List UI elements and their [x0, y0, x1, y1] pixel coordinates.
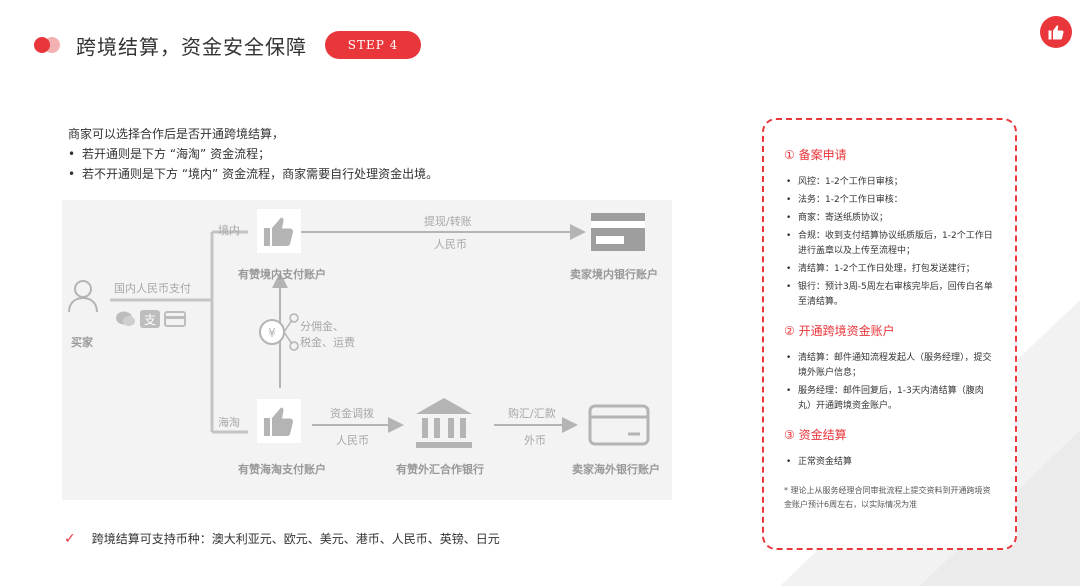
seller-domestic-bank-label: 卖家境内银行账户	[570, 268, 658, 281]
purchase-fx-label: 购汇/汇款	[508, 407, 556, 420]
list-item: 服务经理：邮件回复后，1-3天内清结算（腹肉丸）开通跨境资金账户。	[784, 384, 995, 414]
wechat-pay-icon	[116, 311, 135, 326]
svg-text:支: 支	[144, 313, 156, 327]
section-title-account: ② 开通跨境资金账户	[784, 324, 895, 338]
fx-bank-label: 有赞外汇合作银行	[396, 463, 484, 476]
withdraw-label: 提现/转账	[424, 215, 472, 228]
domestic-account-thumbs-up-icon	[257, 209, 301, 253]
section-list-settlement: 正常资金结算	[784, 455, 995, 470]
split-label-line1: 分佣金、	[300, 320, 344, 333]
buyer-pay-label: 国内人民币支付	[114, 282, 191, 295]
bank-card-icon	[164, 311, 186, 327]
list-item: 清结算：1-2个工作日处理，打包发送建行；	[784, 262, 995, 277]
list-item: 银行：预计3周-5周左右审核完毕后，回传白名单至清结算。	[784, 280, 995, 310]
alipay-icon: 支	[140, 310, 160, 328]
check-icon: ✓	[64, 530, 76, 547]
step-badge: STEP 4	[325, 31, 421, 59]
fx-bank-building-icon	[416, 398, 472, 448]
list-item: 法务：1-2个工作日审核：	[784, 193, 995, 208]
section-title-settlement: ③ 资金结算	[784, 428, 847, 442]
page-title: 跨境结算，资金安全保障	[76, 34, 307, 59]
list-item: 风控：1-2个工作日审核；	[784, 175, 995, 190]
list-item: 清结算：邮件通知流程发起人（服务经理），提交境外账户信息；	[784, 351, 995, 381]
payment-icons: 支	[116, 310, 186, 328]
intro-bullet: 若开通则是下方 “海淘” 资金流程；	[68, 144, 438, 164]
domestic-account-label: 有赞境内支付账户	[238, 268, 326, 281]
fund-flow-diagram: 买家 国内人民币支付 支 境内 海淘 有赞境内支付账户 提现/转账 人民币 卖家…	[62, 200, 672, 500]
section-list-account: 清结算：邮件通知流程发起人（服务经理），提交境外账户信息； 服务经理：邮件回复后…	[784, 351, 995, 414]
currency-note-text: 跨境结算可支持币种：澳大利亚元、欧元、美元、港币、人民币、英镑、日元	[91, 532, 500, 546]
overseas-account-label: 有赞海淘支付账户	[238, 463, 326, 476]
seller-overseas-bank-card-icon	[588, 404, 650, 446]
currency-note: ✓ 跨境结算可支持币种：澳大利亚元、欧元、美元、港币、人民币、英镑、日元	[64, 530, 500, 547]
split-fee-icon: ¥	[259, 313, 299, 351]
seller-overseas-bank-label: 卖家海外银行账户	[572, 463, 660, 476]
rmb-label-overseas: 人民币	[336, 434, 369, 447]
intro-bullet: 若不开通则是下方 “境内” 资金流程，商家需要自行处理资金出境。	[68, 164, 438, 184]
header: 跨境结算，资金安全保障 STEP 4	[34, 30, 421, 60]
overseas-branch-label: 海淘	[218, 416, 240, 429]
fund-transfer-label: 资金调拨	[330, 407, 374, 420]
rmb-label-domestic: 人民币	[434, 238, 467, 251]
overseas-account-thumbs-up-icon	[257, 399, 301, 443]
thumbs-up-logo-icon	[1040, 16, 1072, 48]
buyer-person-icon	[68, 280, 98, 313]
intro-line: 商家可以选择合作后是否开通跨境结算，	[68, 127, 285, 141]
intro-text: 商家可以选择合作后是否开通跨境结算， 若开通则是下方 “海淘” 资金流程； 若不…	[68, 124, 438, 184]
list-item: 合规：收到支付结算协议纸质版后，1-2个工作日进行盖章以及上传至流程中；	[784, 229, 995, 259]
process-panel: ① 备案申请 风控：1-2个工作日审核； 法务：1-2个工作日审核： 商家：寄送…	[762, 118, 1017, 550]
foreign-currency-label: 外币	[524, 434, 546, 447]
split-label-line2: 税金、运费	[300, 336, 355, 349]
domestic-branch-label: 境内	[218, 224, 240, 237]
header-dots-icon	[34, 37, 62, 53]
list-item: 商家：寄送纸质协议；	[784, 211, 995, 226]
seller-domestic-bank-card-icon	[591, 213, 645, 251]
svg-text:¥: ¥	[268, 326, 276, 340]
buyer-label: 买家	[71, 336, 93, 349]
list-item: 正常资金结算	[784, 455, 995, 470]
section-list-filing: 风控：1-2个工作日审核； 法务：1-2个工作日审核： 商家：寄送纸质协议； 合…	[784, 175, 995, 310]
section-title-filing: ① 备案申请	[784, 148, 847, 162]
flow-lines	[110, 224, 586, 434]
panel-footnote: * 理论上从服务经理合同审批流程上提交资料到开通跨境资金账户预计6周左右，以实际…	[784, 486, 991, 509]
